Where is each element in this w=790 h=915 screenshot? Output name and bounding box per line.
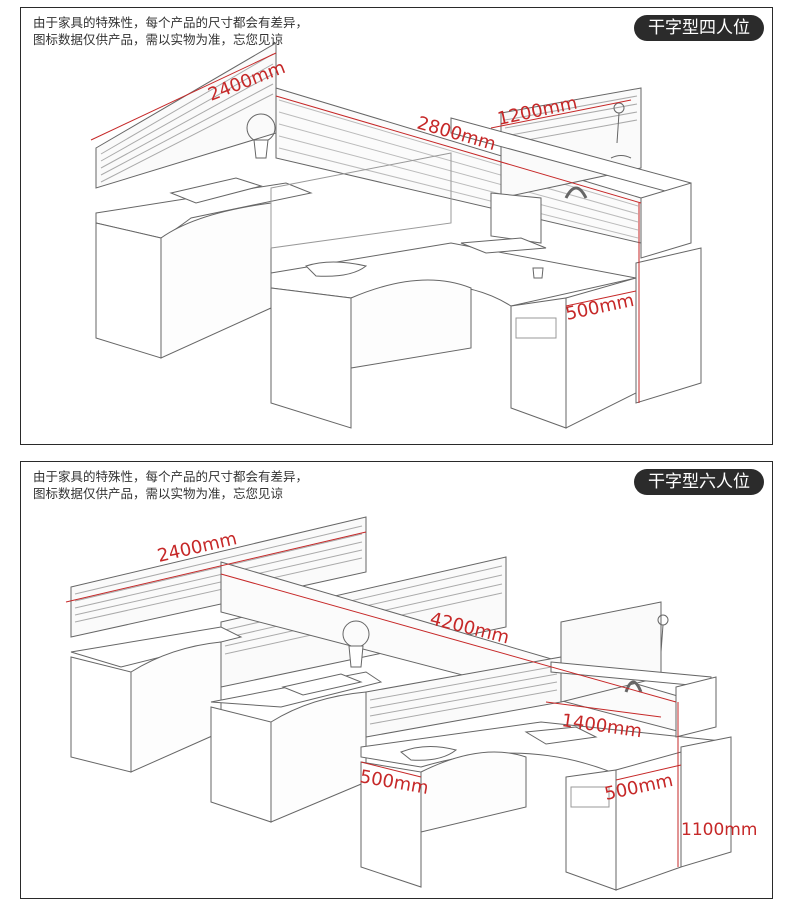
layout-badge: 干字型六人位 [634, 469, 764, 495]
disclaimer-line-2: 图标数据仅供产品，需以实物为准，忘您见谅 [33, 32, 284, 47]
product-panel-six-seat: 由于家具的特殊性，每个产品的尺寸都会有差异， 图标数据仅供产品，需以实物为准，忘… [20, 461, 773, 899]
product-panel-four-seat: 由于家具的特殊性，每个产品的尺寸都会有差异， 图标数据仅供产品，需以实物为准，忘… [20, 7, 773, 445]
disclaimer-note: 由于家具的特殊性，每个产品的尺寸都会有差异， 图标数据仅供产品，需以实物为准，忘… [33, 468, 308, 502]
disclaimer-line-1: 由于家具的特殊性，每个产品的尺寸都会有差异， [33, 469, 309, 484]
disclaimer-note: 由于家具的特殊性，每个产品的尺寸都会有差异， 图标数据仅供产品，需以实物为准，忘… [33, 14, 308, 48]
dim-height-1100: 1100mm [681, 820, 757, 840]
layout-badge: 干字型四人位 [634, 15, 764, 41]
disclaimer-line-2: 图标数据仅供产品，需以实物为准，忘您见谅 [33, 486, 284, 501]
workstation-illustration: 2400mm 2800mm 1200mm 500mm [90, 42, 702, 429]
workstation-illustration: 2400mm 4200mm 1400mm 500mm 500mm 1100mm [65, 516, 757, 891]
disclaimer-line-1: 由于家具的特殊性，每个产品的尺寸都会有差异， [33, 15, 309, 30]
